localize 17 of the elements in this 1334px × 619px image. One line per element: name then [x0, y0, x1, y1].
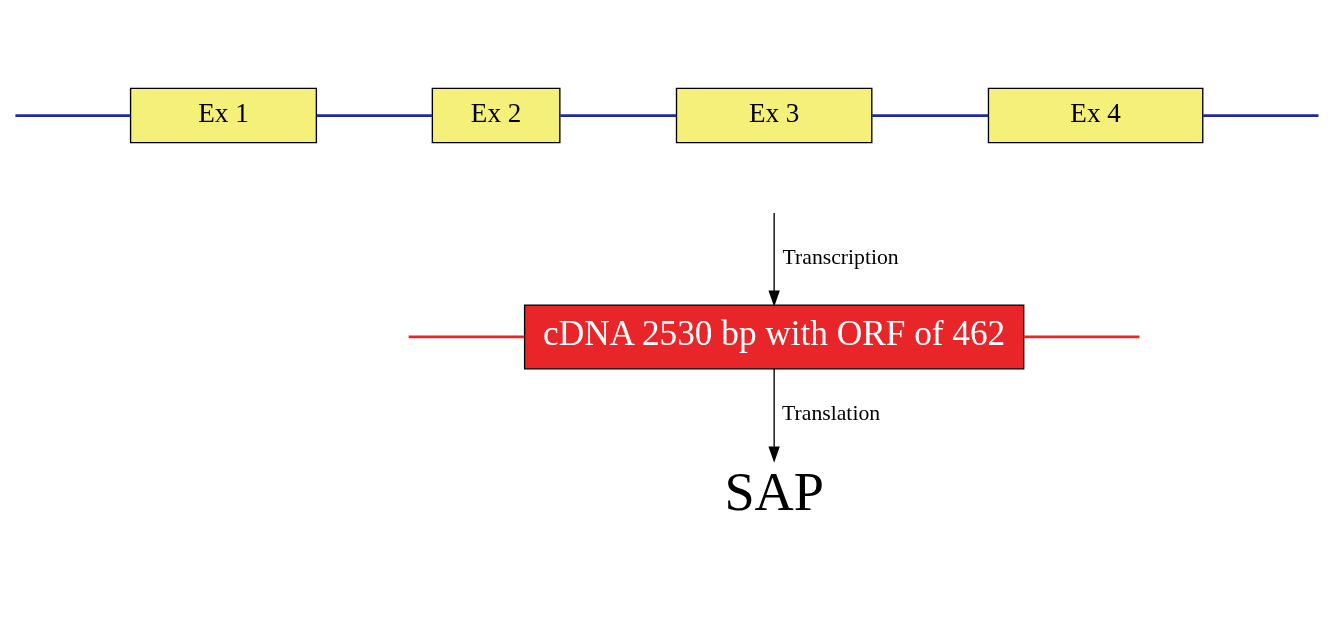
edge-label: Translation [782, 400, 881, 425]
connector [560, 113, 677, 117]
node-box: Ex 3 [675, 87, 873, 143]
node-box: cDNA 2530 bp with ORF of 462 [523, 303, 1025, 369]
node-box: Ex 4 [987, 87, 1204, 143]
edge-label: Transcription [782, 244, 899, 269]
connector [1023, 335, 1140, 338]
arrow [768, 211, 780, 307]
connector [316, 113, 433, 117]
node-box: Ex 2 [431, 87, 561, 143]
connector [872, 113, 989, 117]
node-box: Ex 1 [129, 87, 318, 143]
arrow [768, 367, 780, 463]
node-text: SAP [724, 461, 824, 522]
connector [15, 113, 131, 117]
connector [408, 335, 525, 338]
connector [1203, 113, 1319, 117]
